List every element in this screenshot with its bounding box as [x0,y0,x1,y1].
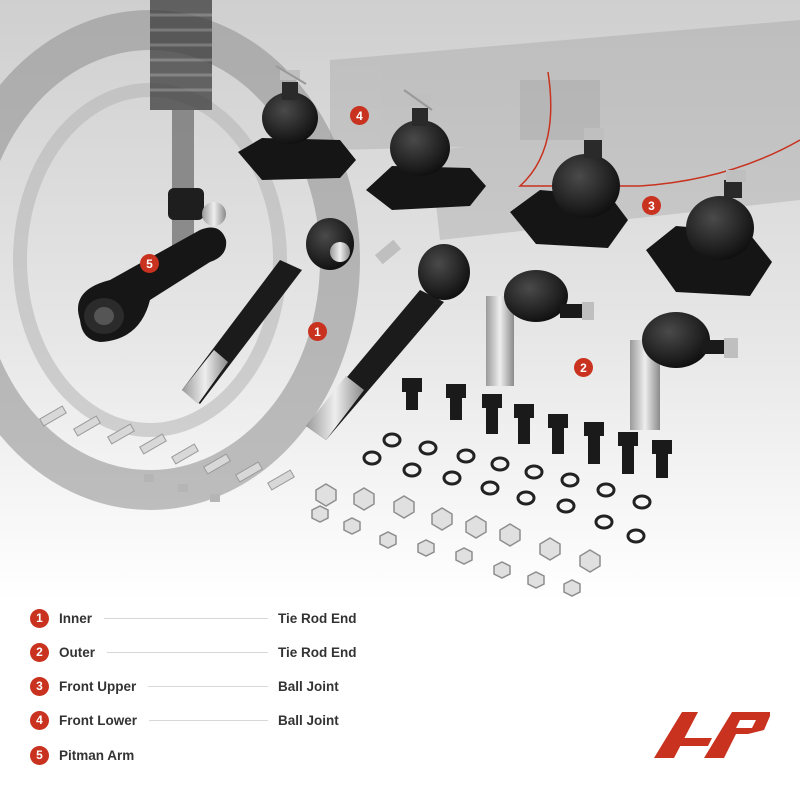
legend-number-badge: 4 [30,710,49,730]
legend-part-type: Tie Rod End [278,610,357,626]
part-label-2: 2 [574,358,593,377]
brand-logo [654,712,770,758]
part-label-4: 4 [350,106,369,125]
legend-part-type: Ball Joint [278,678,339,694]
legend-divider-line [148,685,268,687]
legend-number-badge: 3 [30,676,49,696]
part-label-1: 1 [308,322,327,341]
legend-row-front-lower-ball-joint: 4 Front Lower Ball Joint [30,708,360,732]
pitman-arm [78,188,227,342]
part-label-3: 3 [642,196,661,215]
legend-part-type: Ball Joint [278,712,339,728]
legend-part-name: Front Upper [59,678,137,694]
legend-part-name: Pitman Arm [59,747,135,763]
black-bolts [402,378,672,478]
legend-part-name: Outer [59,644,96,660]
hex-nuts [311,483,601,597]
legend-number-badge: 2 [30,642,49,662]
outer-tie-rod-end [630,312,738,430]
inner-tie-rod-end [306,239,470,440]
legend-part-name: Inner [59,610,93,626]
front-upper-ball-joint [646,170,772,296]
inner-tie-rod-end [182,218,354,404]
legend-part-type: Tie Rod End [278,644,357,660]
product-photo [0,0,800,600]
legend-row-inner-tie-rod-end: 1 Inner Tie Rod End [30,606,360,630]
shock-absorber [150,0,212,250]
legend-row-front-upper-ball-joint: 3 Front Upper Ball Joint [30,674,360,698]
outer-tie-rod-end [486,270,594,386]
legend-number-badge: 5 [30,745,49,765]
legend-divider-line [107,651,268,653]
legend-divider-line [104,617,268,619]
legend-number-badge: 1 [30,608,49,628]
grease-fittings [144,474,220,502]
accent-arc [518,71,800,187]
front-upper-ball-joint [510,128,628,248]
front-lower-ball-joint [366,89,486,210]
legend-row-pitman-arm: 5 Pitman Arm [30,743,360,767]
legend-divider-line [149,719,268,721]
silver-bolts [39,405,295,491]
part-label-5: 5 [140,254,159,273]
front-lower-ball-joint [238,65,356,180]
legend-row-outer-tie-rod-end: 2 Outer Tie Rod End [30,640,360,664]
lock-washers [362,432,652,544]
legend-part-name: Front Lower [59,712,137,728]
